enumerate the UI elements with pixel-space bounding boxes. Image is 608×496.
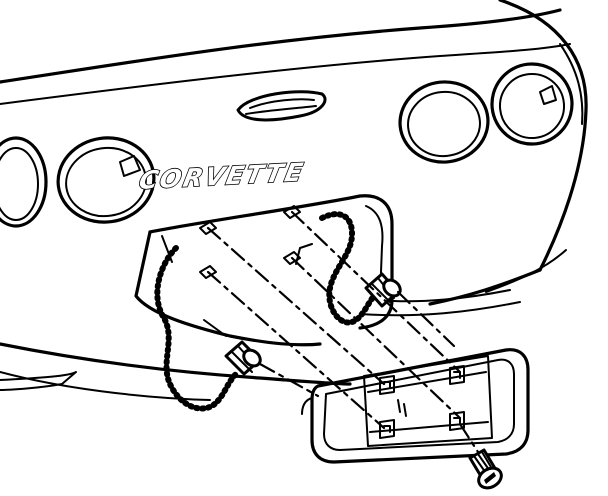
pocket-hole-upper-right [283,205,301,219]
tail-lamp-right-outer [490,62,574,146]
tail-lamp-right-inner [398,80,490,164]
pocket-hole-upper-left [199,221,217,235]
tail-lamp-left-inner [56,136,156,224]
license-plate-bracket [301,348,530,464]
pocket-hole-lower-left [199,265,217,279]
bracket-slot-lower-right [449,411,465,431]
bracket-slot-upper-left [379,375,395,395]
fastener-screw [468,448,503,490]
rear-fascia [0,0,588,401]
bracket-slot-lower-left [379,419,395,439]
wiring-harness-left [154,245,239,412]
tail-lamps [0,62,574,228]
pocket-hole-lower-right [283,251,301,265]
alignment-lines [206,210,480,454]
license-pocket [134,194,394,347]
bracket-slot-upper-right [449,365,465,385]
license-lamp-left [224,340,262,376]
wiring-harness-right [319,211,381,326]
tail-lamp-left-outer [0,136,48,228]
license-lamp-right [364,272,402,308]
corvette-badge: CORVETTE [137,157,308,195]
